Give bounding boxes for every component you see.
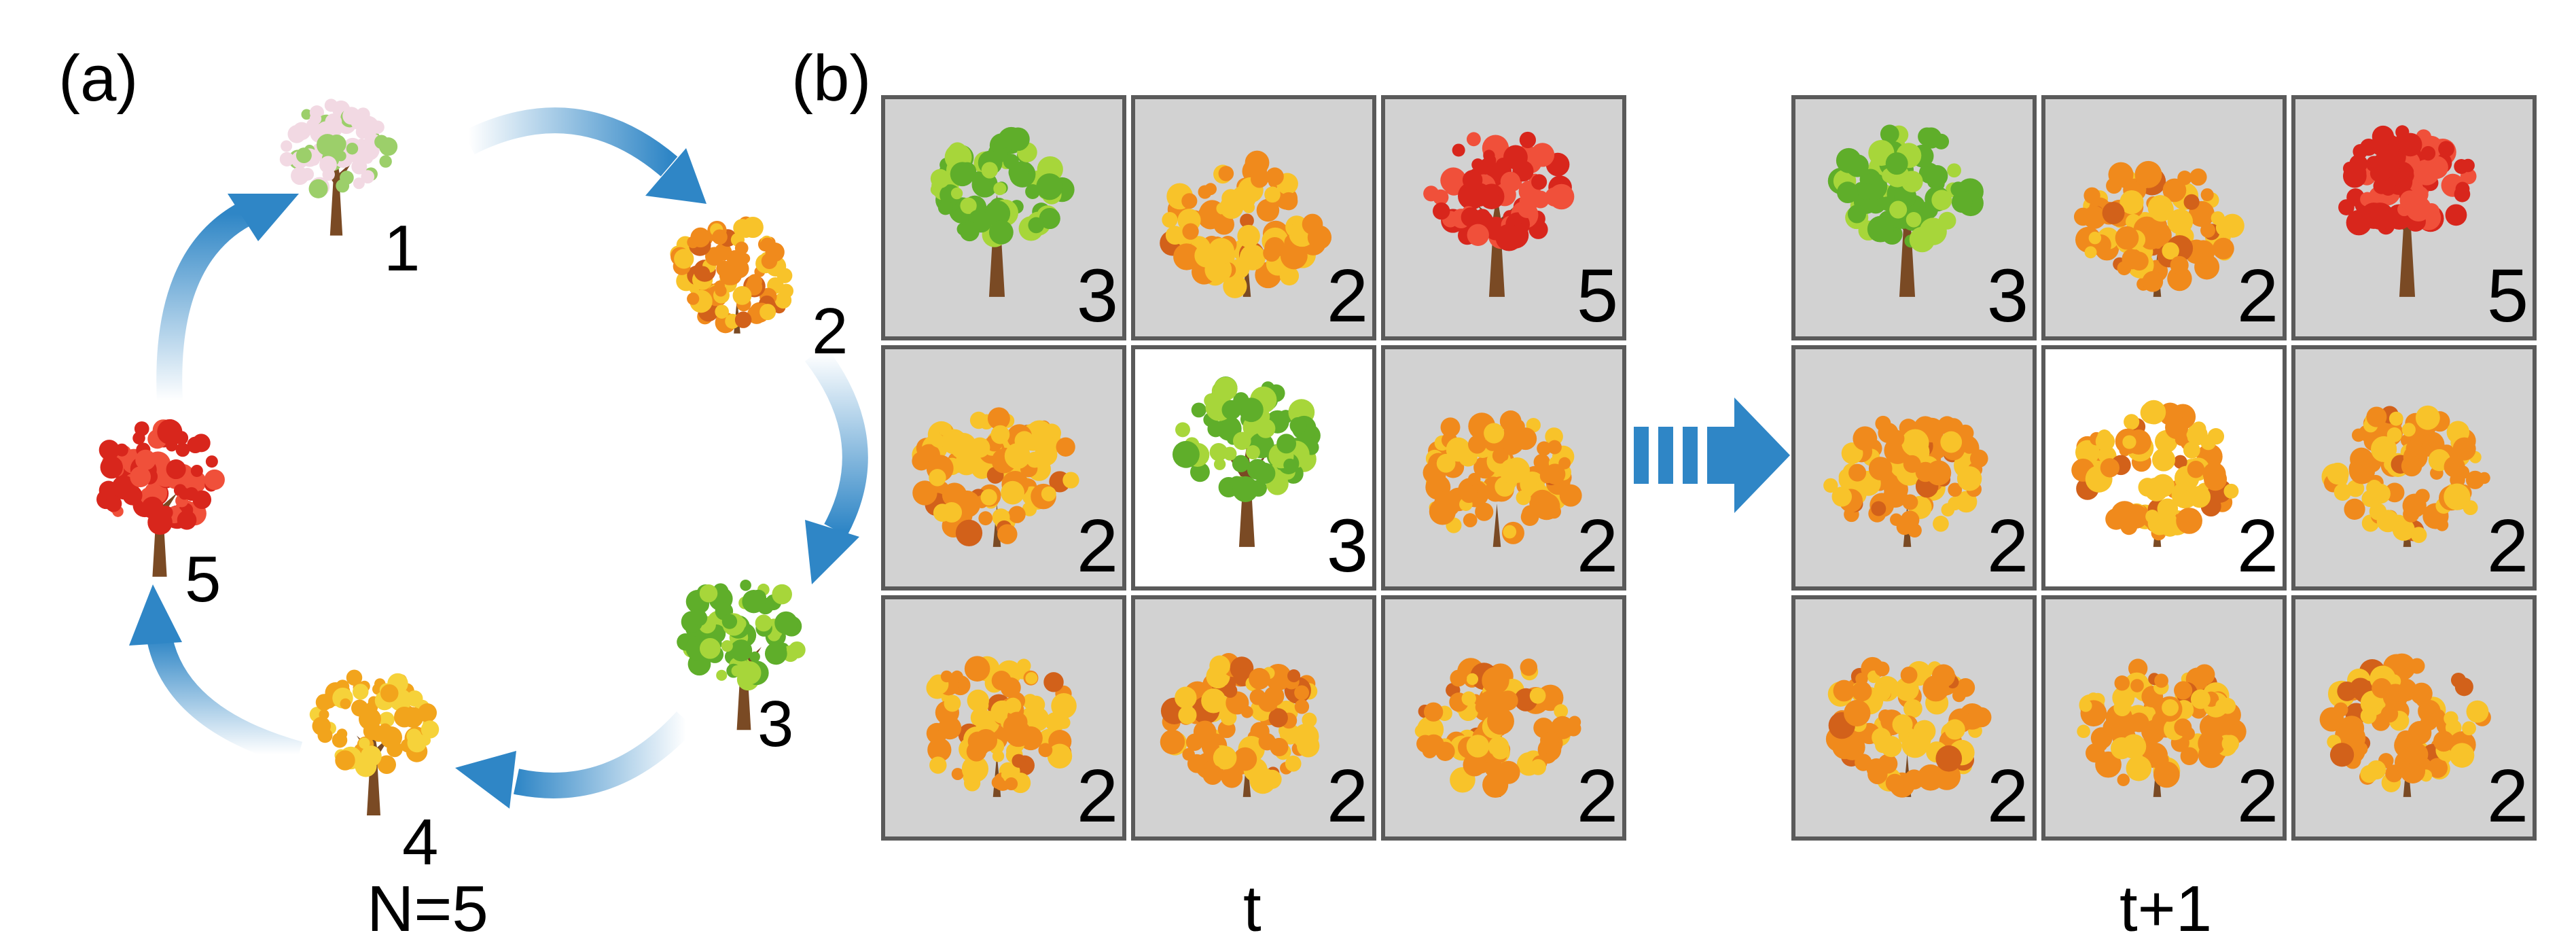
grid-t1-cell-8: 2 xyxy=(2291,595,2537,841)
grid-t-cell-0: 3 xyxy=(881,95,1126,340)
orange-bush-icon xyxy=(2059,363,2255,566)
arrow-4-to-5-head xyxy=(129,584,182,646)
arrow-1-to-2 xyxy=(463,107,678,177)
stage-4-number: 4 xyxy=(402,806,439,879)
grid-t-cell-3-value: 2 xyxy=(1076,504,1118,588)
grid-t-cell-6-value: 2 xyxy=(1076,754,1118,838)
grid-t1-cell-0: 3 xyxy=(1791,95,2037,340)
red-tree-icon xyxy=(1399,113,1595,316)
arrow-3-to-4-head xyxy=(455,751,516,809)
orange-bush-icon xyxy=(899,363,1095,566)
green-tree-icon xyxy=(1809,113,2005,316)
orange-bush-icon xyxy=(1809,363,2005,566)
orange-bush-icon xyxy=(1809,613,2005,816)
grid-t1-cell-2-value: 5 xyxy=(2486,254,2528,338)
grid-t1-cell-6-value: 2 xyxy=(1986,754,2028,838)
arrow-2-to-3 xyxy=(804,345,868,536)
stage-4-yellow-orange-tree-icon xyxy=(289,656,459,832)
stage-1-number: 1 xyxy=(384,212,421,285)
grid-t1-cell-5: 2 xyxy=(2291,345,2537,590)
grid-t1-cell-2: 5 xyxy=(2291,95,2537,340)
orange-bush-icon xyxy=(1149,613,1345,816)
grid-t1: 3 2 5 2 2 2 2 2 2 xyxy=(1791,95,2537,841)
grid-t1-cell-4-value: 2 xyxy=(2236,504,2278,588)
orange-bush-icon xyxy=(2059,113,2255,316)
orange-bush-icon xyxy=(1399,363,1595,566)
grid-t-cell-8: 2 xyxy=(1381,595,1626,841)
arrow-5-to-1 xyxy=(156,202,251,402)
arrow-5-to-1-head xyxy=(228,194,299,241)
grid-t-cell-7-value: 2 xyxy=(1326,754,1368,838)
green-tree-icon xyxy=(1149,363,1345,566)
grid-t1-cell-8-value: 2 xyxy=(2486,754,2528,838)
arrow-4-to-5 xyxy=(147,635,303,767)
stage-5-red-tree-icon xyxy=(61,411,258,591)
transition-arrow xyxy=(1634,398,1790,513)
grid-t-cell-5: 2 xyxy=(1381,345,1626,590)
stage-5-number: 5 xyxy=(185,543,221,616)
green-tree-icon xyxy=(899,113,1095,316)
grid-t1-cell-1: 2 xyxy=(2041,95,2287,340)
orange-bush-icon xyxy=(2309,613,2505,816)
grid-t-cell-2-value: 5 xyxy=(1576,254,1618,338)
stage-2-orange-bush-icon xyxy=(649,183,825,347)
grid-t1-cell-1-value: 2 xyxy=(2236,254,2278,338)
grid-t1-cell-6: 2 xyxy=(1791,595,2037,841)
arrow-2-to-3-head xyxy=(805,520,859,584)
grid-t1-caption: t+1 xyxy=(2119,872,2213,945)
grid-t-cell-8-value: 2 xyxy=(1576,754,1618,838)
grid-t-cell-1-value: 2 xyxy=(1326,254,1368,338)
grid-t-cell-4-value: 3 xyxy=(1326,504,1368,588)
stage-2-number: 2 xyxy=(812,295,848,368)
grid-t-cell-6: 2 xyxy=(881,595,1126,841)
grid-t-cell-1: 2 xyxy=(1131,95,1376,340)
stage-3-green-tree-icon xyxy=(652,567,836,744)
orange-bush-icon xyxy=(899,613,1095,816)
grid-t1-cell-3: 2 xyxy=(1791,345,2037,590)
panel-a-label: (a) xyxy=(58,42,139,115)
grid-t1-cell-4: 2 xyxy=(2041,345,2287,590)
grid-t-cell-3: 2 xyxy=(881,345,1126,590)
cycle-arrows xyxy=(129,107,868,809)
arrow-1-to-2-head xyxy=(645,148,706,204)
grid-t1-cell-3-value: 2 xyxy=(1986,504,2028,588)
orange-bush-icon xyxy=(2059,613,2255,816)
stage-1-blossom-icon xyxy=(258,68,414,272)
grid-t-cell-7: 2 xyxy=(1131,595,1376,841)
orange-bush-icon xyxy=(1149,113,1345,316)
grid-t1-cell-5-value: 2 xyxy=(2486,504,2528,588)
red-tree-icon xyxy=(2309,113,2505,316)
grid-t-cell-0-value: 3 xyxy=(1076,254,1118,338)
grid-t-caption: t xyxy=(1243,872,1262,945)
grid-t1-cell-7-value: 2 xyxy=(2236,754,2278,838)
grid-t-cell-5-value: 2 xyxy=(1576,504,1618,588)
arrow-3-to-4 xyxy=(514,711,696,798)
orange-bush-icon xyxy=(2309,363,2505,566)
grid-t-cell-2: 5 xyxy=(1381,95,1626,340)
cycle-caption: N=5 xyxy=(367,872,488,945)
grid-t-cell-4: 3 xyxy=(1131,345,1376,590)
grid-t1-cell-0-value: 3 xyxy=(1986,254,2028,338)
grid-t1-cell-7: 2 xyxy=(2041,595,2287,841)
orange-bush-icon xyxy=(1399,613,1595,816)
panel-b-label: (b) xyxy=(791,42,872,115)
grid-t: 3 2 5 2 3 2 2 2 2 xyxy=(881,95,1626,841)
stage-3-number: 3 xyxy=(757,688,794,760)
